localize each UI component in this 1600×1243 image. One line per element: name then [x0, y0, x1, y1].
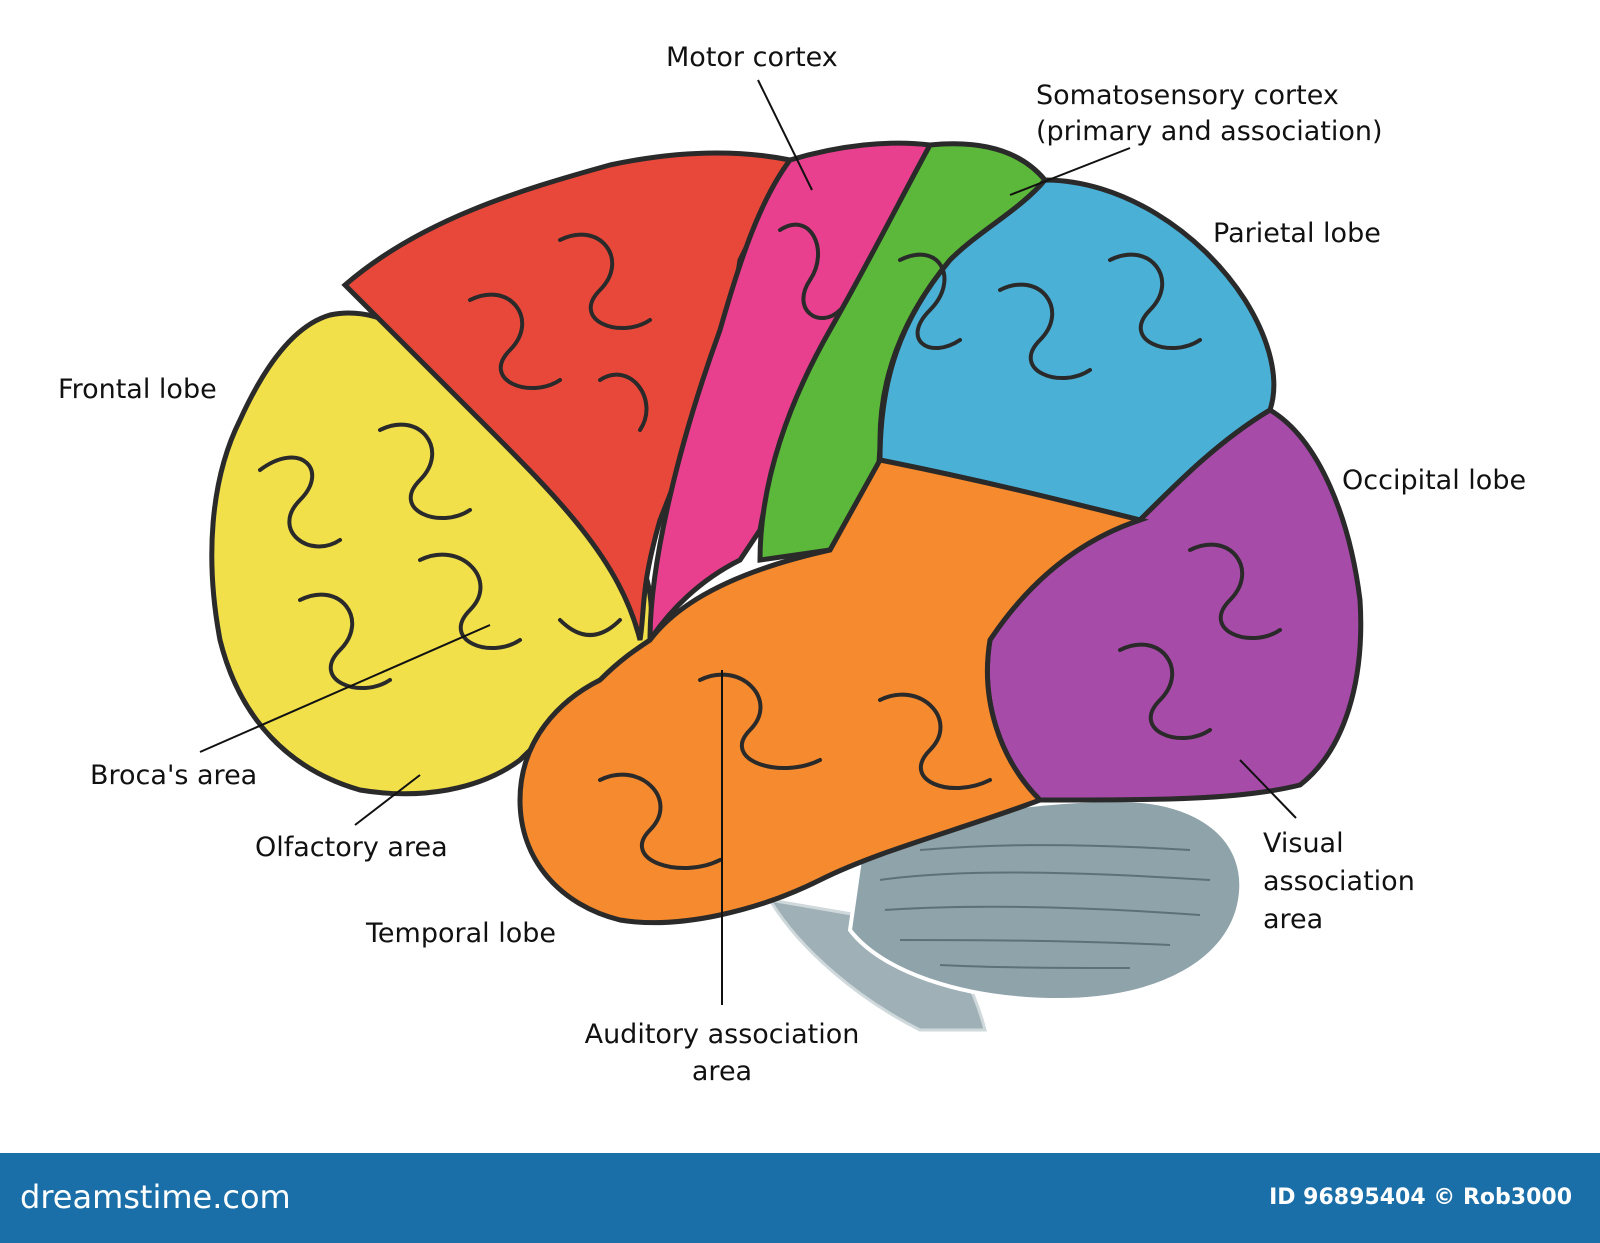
- brand-logo: dreamstime.com: [20, 1178, 291, 1216]
- gyri-lines: [258, 222, 1282, 870]
- label-motor-cortex: Motor cortex: [666, 42, 838, 73]
- label-auditory-line2: area: [691, 1056, 753, 1087]
- image-credit: ID 96895404 © Rob3000: [1269, 1185, 1572, 1210]
- label-visual-line1: Visual: [1263, 828, 1344, 859]
- cerebellum-folds: [879, 844, 1211, 969]
- leader-motor-cortex: [757, 79, 813, 191]
- leader-brocas-area: [199, 624, 491, 753]
- label-brocas-area: Broca's area: [90, 760, 258, 791]
- leader-olfactory-area: [354, 774, 421, 826]
- label-somatosensory-line2: (primary and association): [1036, 116, 1383, 147]
- leader-visual-area: [1239, 759, 1297, 819]
- leader-lines: [199, 79, 1297, 1005]
- label-temporal-lobe: Temporal lobe: [366, 918, 556, 949]
- label-auditory-line1: Auditory association: [584, 1019, 860, 1050]
- label-visual-line3: area: [1263, 904, 1324, 935]
- region-temporal-lobe: [517, 457, 1149, 926]
- label-parietal-lobe: Parietal lobe: [1213, 218, 1381, 249]
- label-visual-line2: association: [1263, 866, 1415, 897]
- label-somatosensory-line1: Somatosensory cortex: [1036, 80, 1339, 111]
- footer-bar: dreamstime.com ID 96895404 © Rob3000: [0, 1153, 1600, 1243]
- label-frontal-lobe: Frontal lobe: [58, 374, 217, 405]
- leader-somatosensory: [1009, 147, 1131, 196]
- label-olfactory-area: Olfactory area: [255, 832, 448, 863]
- brain-illustration: [199, 79, 1364, 1032]
- label-occipital-lobe: Occipital lobe: [1342, 465, 1527, 496]
